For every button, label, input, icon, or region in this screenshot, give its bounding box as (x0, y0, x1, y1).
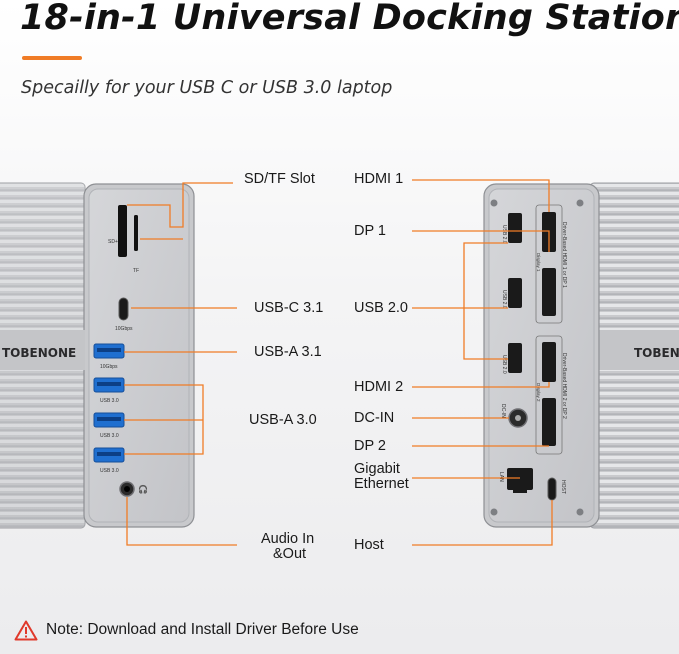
label-sd-tf: SD/TF Slot (244, 171, 315, 187)
driver-note-text: Note: Download and Install Driver Before… (46, 621, 359, 638)
svg-text:USB 3.0: USB 3.0 (100, 398, 119, 404)
svg-text:10Gbps: 10Gbps (115, 326, 133, 332)
svg-text:Display 1: Display 1 (536, 253, 541, 272)
label-dcin: DC-IN (354, 410, 395, 426)
label-audio-1: Audio In (261, 531, 315, 547)
label-usba31: USB-A 3.1 (254, 344, 322, 360)
warning-icon (14, 620, 38, 640)
svg-text:Driver-Based HDMI 1 or DP 1: Driver-Based HDMI 1 or DP 1 (561, 222, 567, 288)
svg-text:USB 2.0: USB 2.0 (501, 290, 507, 309)
label-audio-2: &Out (273, 546, 307, 562)
svg-text:USB 3.0: USB 3.0 (100, 433, 119, 439)
svg-text:🎧: 🎧 (138, 484, 148, 494)
label-hdmi1: HDMI 1 (354, 171, 404, 187)
driver-note: Note: Download and Install Driver Before… (14, 619, 359, 641)
svg-text:DC-IN: DC-IN (500, 404, 506, 418)
label-dp2: DP 2 (354, 438, 386, 454)
label-ethernet-1: Gigabit (354, 461, 400, 477)
page-title: 18-in-1 Universal Docking Station (20, 0, 679, 38)
label-usbc31: USB-C 3.1 (254, 300, 324, 316)
callout-lines (124, 179, 553, 546)
svg-text:USB 2.0: USB 2.0 (501, 355, 507, 374)
label-dp1: DP 1 (354, 223, 386, 239)
label-usb20: USB 2.0 (354, 300, 408, 316)
svg-text:10Gbps: 10Gbps (100, 364, 118, 370)
svg-text:Display 2: Display 2 (536, 383, 541, 402)
label-hdmi2: HDMI 2 (354, 379, 404, 395)
svg-text:HOST: HOST (560, 480, 566, 494)
page-subtitle: Specailly for your USB C or USB 3.0 lapt… (21, 78, 393, 98)
svg-text:Driver-Based HDMI 2 or DP 2: Driver-Based HDMI 2 or DP 2 (561, 353, 567, 419)
svg-text:USB 2.0: USB 2.0 (501, 225, 507, 244)
left-brand-text: TOBENONE (2, 346, 76, 360)
svg-text:SD+: SD+ (108, 239, 118, 245)
svg-text:TF: TF (133, 268, 139, 274)
title-underline (22, 56, 82, 60)
label-host: Host (354, 537, 384, 553)
left-dock-body: TOBENONE SD+ TF 10Gbps 10Gbps USB 3.0 US… (0, 182, 195, 529)
right-dock-body: TOBENONE USB 2.0 USB 2.0 USB 2.0 Driver-… (483, 182, 679, 529)
svg-text:USB 3.0: USB 3.0 (100, 468, 119, 474)
svg-text:TOBENONE: TOBENONE (634, 346, 679, 360)
label-usba30: USB-A 3.0 (249, 412, 317, 428)
label-ethernet-2: Ethernet (354, 476, 409, 492)
svg-text:LAN: LAN (498, 472, 504, 482)
